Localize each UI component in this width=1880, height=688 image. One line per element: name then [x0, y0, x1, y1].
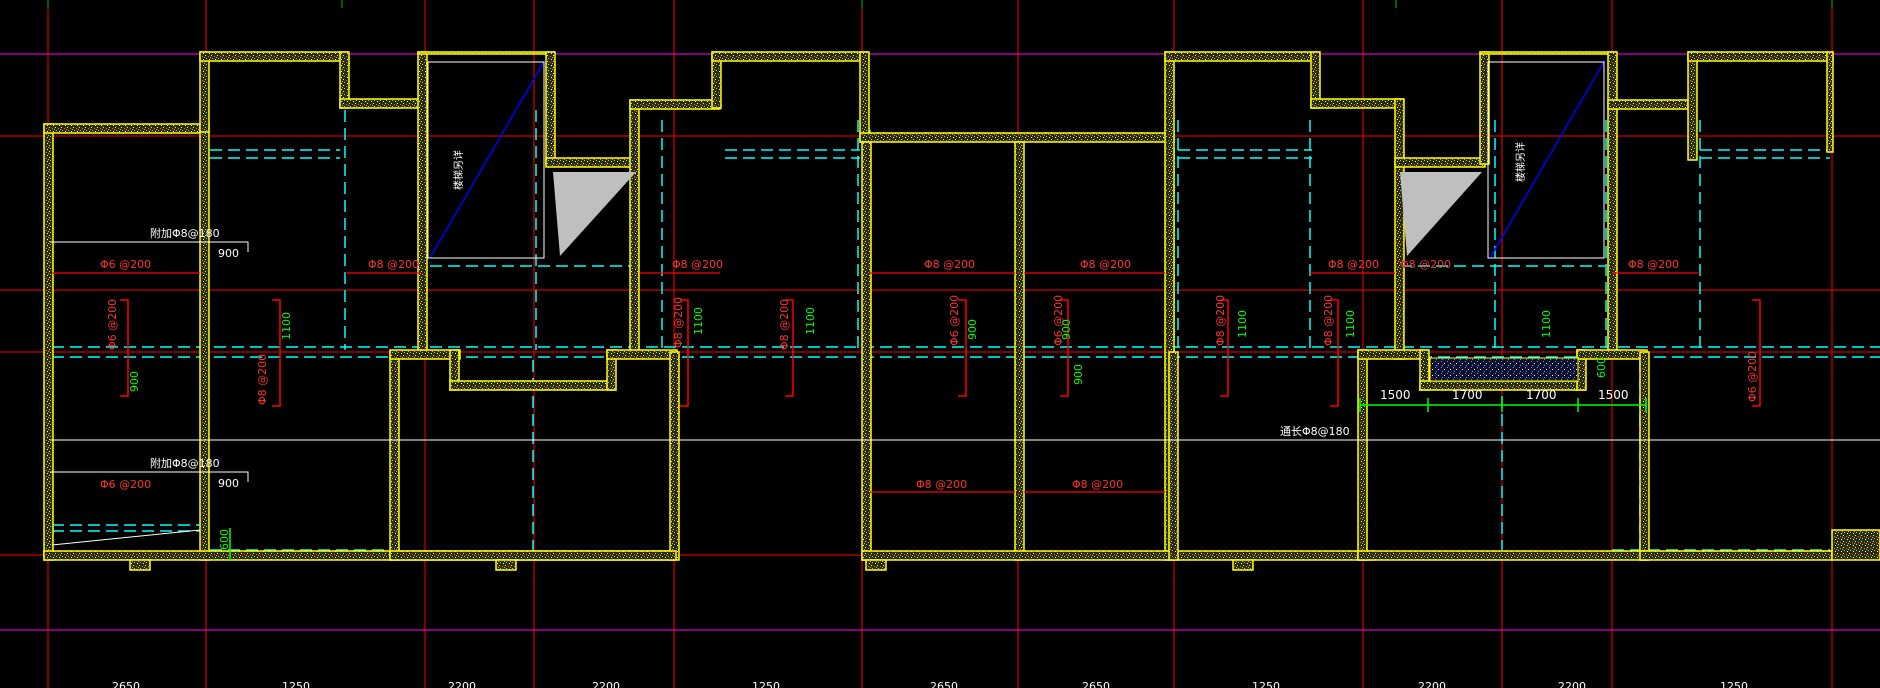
dimension-label-bottom: 1500 — [1598, 388, 1629, 402]
rebar-label-vertical: Φ8 @200 — [778, 299, 791, 350]
dimension-label: 600 — [1595, 357, 1608, 378]
dimension-line-bottom — [229, 398, 1647, 560]
dimension-label-bottom: 1700 — [1526, 388, 1557, 402]
note-labels: 附加Φ8@180 附加Φ8@180 通长Φ8@180 — [150, 226, 1350, 470]
rebar-label-vertical: Φ6 @200 — [1746, 351, 1759, 402]
rebar-label-vertical: Φ8 @200 — [1214, 295, 1227, 346]
stair-markers — [429, 59, 1606, 259]
axis-grid-secondary — [47, 0, 1833, 8]
dimension-label: 900 — [1072, 364, 1085, 385]
dimension-label: 1100 — [280, 312, 293, 340]
rebar-label: Φ8 @200 — [916, 478, 967, 491]
dimension-label: 600 — [218, 529, 231, 550]
dimension-label: 1100 — [1344, 310, 1357, 338]
dimension-labels-vertical: 1100 900 1100 1100 900 900 900 1100 1100 1100 600 6… — [128, 307, 1608, 550]
rebar-label-vertical: Φ6 @200 — [948, 295, 961, 346]
axis-dimension-label: 2200 — [448, 680, 476, 688]
rebar-label: Φ6 @200 — [100, 258, 151, 271]
stair-outline — [427, 61, 1605, 259]
rebar-brackets — [120, 299, 1761, 407]
dimension-label: 900 — [1060, 319, 1073, 340]
dimension-label-bottom: 1700 — [1452, 388, 1483, 402]
dimension-label: 900 — [966, 319, 979, 340]
dimension-label: 1100 — [804, 307, 817, 335]
rebar-labels-vertical: Φ6 @200 Φ8 @200 Φ8 @200 Φ8 @200 Φ6 @200 Φ6 @2… — [106, 295, 1759, 405]
axis-dimension-labels: 2650 1250 2200 2200 1250 2650 2650 1250 2200 2200… — [112, 680, 1748, 688]
note-label: 附加Φ8@180 — [150, 226, 220, 240]
rebar-lines — [52, 272, 1700, 493]
dimension-label-white: 900 — [218, 247, 239, 260]
dimension-label: 1100 — [1236, 310, 1249, 338]
dimension-label-white: 900 — [218, 477, 239, 490]
rebar-label: Φ6 @200 — [100, 478, 151, 491]
rebar-label-vertical: Φ6 @200 — [1052, 295, 1065, 346]
stair-labels: 楼梯另详 楼梯另详 — [452, 142, 1527, 190]
axis-dimension-label: 2200 — [592, 680, 620, 688]
sump-pit — [1429, 357, 1579, 382]
axis-dimension-label: 2650 — [112, 680, 140, 688]
note-lines — [50, 241, 1880, 546]
stair-label: 楼梯另详 — [452, 150, 465, 190]
note-label: 附加Φ8@180 — [150, 456, 220, 470]
rebar-label: Φ8 @200 — [1628, 258, 1679, 271]
dimension-labels-white: 900 900 — [218, 247, 239, 490]
rebar-label: Φ8 @200 — [1080, 258, 1131, 271]
axis-dimension-label: 2650 — [1082, 680, 1110, 688]
dimension-label: 900 — [128, 371, 141, 392]
axis-dimension-label: 2200 — [1418, 680, 1446, 688]
dimension-labels-bottom: 1500 1700 1700 1500 — [1380, 388, 1629, 402]
stair-label: 楼梯另详 — [1514, 142, 1527, 182]
dimension-label-bottom: 1500 — [1380, 388, 1411, 402]
rebar-label: Φ8 @200 — [672, 258, 723, 271]
dimension-label: 1100 — [692, 307, 705, 335]
rebar-label: Φ8 @200 — [1328, 258, 1379, 271]
rebar-label-vertical: Φ8 @200 — [1322, 295, 1335, 346]
axis-dimension-label: 2200 — [1558, 680, 1586, 688]
rebar-label: Φ8 @200 — [368, 258, 419, 271]
rebar-label: Φ8 @200 — [1072, 478, 1123, 491]
axis-dimension-label: 2650 — [930, 680, 958, 688]
axis-dimension-label: 1250 — [1252, 680, 1280, 688]
rebar-label-vertical: Φ8 @200 — [672, 297, 685, 348]
axis-dimension-label: 1250 — [282, 680, 310, 688]
rebar-label-vertical: Φ8 @200 — [256, 354, 269, 405]
rebar-label-vertical: Φ6 @200 — [106, 299, 119, 350]
axis-dimension-label: 1250 — [1720, 680, 1748, 688]
note-label: 通长Φ8@180 — [1280, 425, 1350, 438]
rebar-labels: Φ6 @200 Φ8 @200 Φ8 @200 Φ8 @200 Φ8 @200 Φ8 @2… — [100, 258, 1679, 491]
axis-grid-vertical — [47, 0, 1833, 688]
rebar-label: Φ8 @200 — [1400, 258, 1451, 271]
rebar-label: Φ8 @200 — [924, 258, 975, 271]
axis-dimension-label: 1250 — [752, 680, 780, 688]
gray-wedges — [553, 172, 1482, 256]
dimension-label: 1100 — [1540, 310, 1553, 338]
